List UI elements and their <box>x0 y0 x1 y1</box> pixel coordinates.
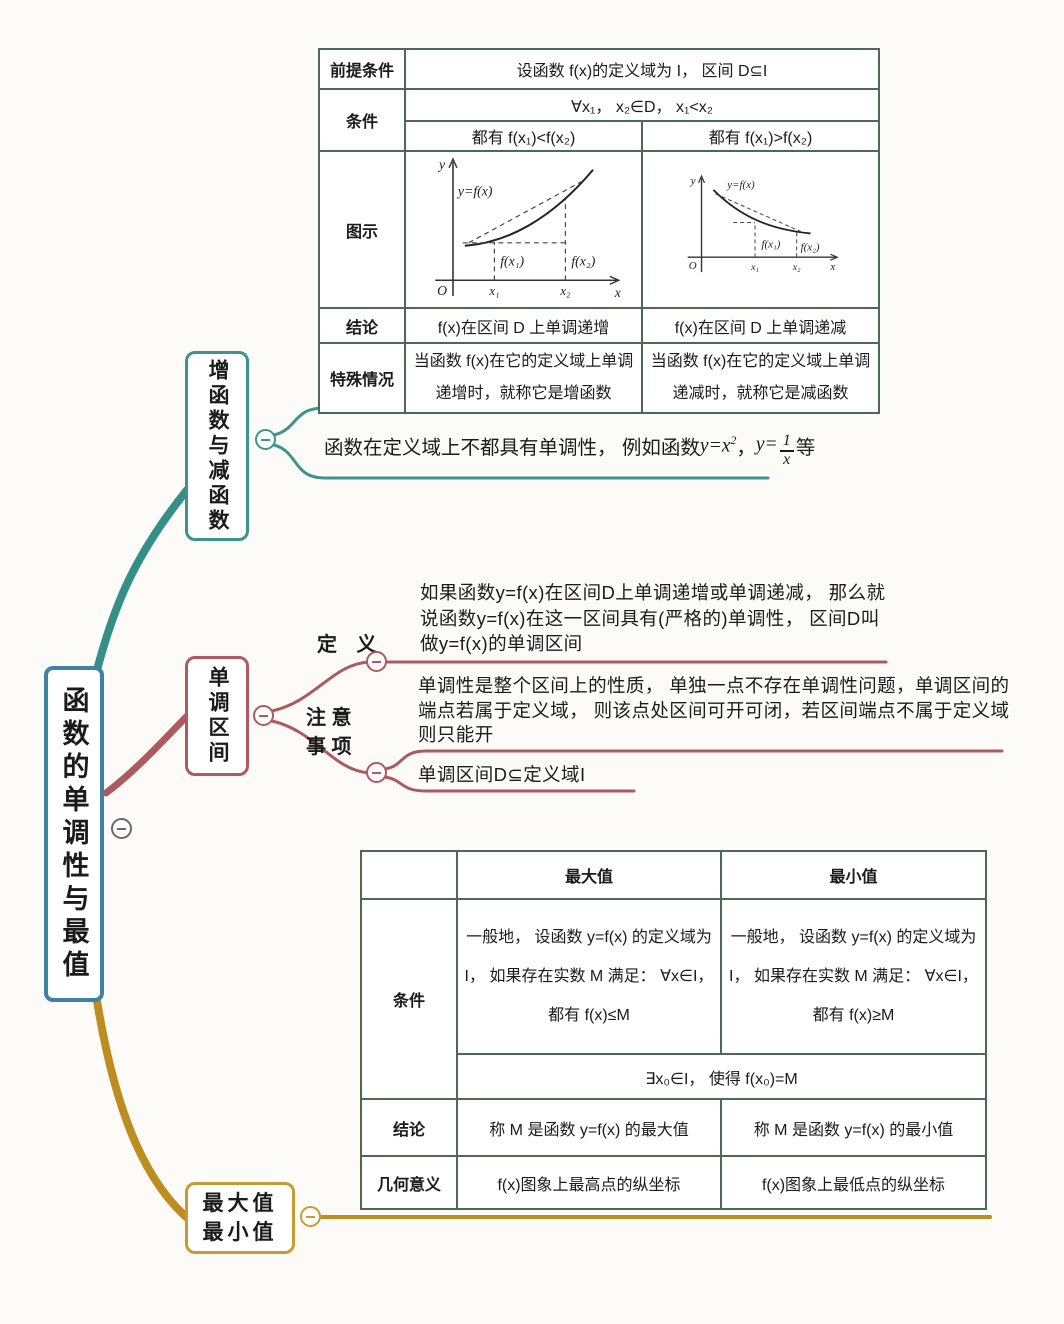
minus-icon <box>261 438 270 441</box>
cell-graph-increasing: y y=f(x) f(x₁) f(x₂) O x₁ x₂ x <box>404 150 643 309</box>
branch-node-mono-interval[interactable]: 单调区间 <box>185 656 249 776</box>
cell-special-increasing: 当函数 f(x)在它的定义域上单调递增时，就称它是增函数 <box>404 342 643 414</box>
row-label-condition: 条件 <box>360 898 458 1100</box>
cell-empty-header <box>360 850 458 900</box>
row-label-graph: 图示 <box>318 150 406 309</box>
maxmin-label-line1: 最大值 <box>202 1191 278 1215</box>
notes-item-1: 单调性是整个区间上的性质， 单独一点不存在单调性问题，单调区间的端点若属于定义域… <box>418 675 1010 746</box>
minus-icon <box>372 771 381 774</box>
curve-label: y=f(x) <box>456 183 493 199</box>
notes-label-line1: 注 意 <box>306 707 352 729</box>
definition-text: 如果函数y=f(x)在区间D上单调递增或单调递减， 那么就说函数y=f(x)在这… <box>420 582 886 655</box>
cell-special-decreasing: 当函数 f(x)在它的定义域上单调递减时，就称它是减函数 <box>641 342 880 414</box>
notes-item-2: 单调区间D⊆定义域I <box>418 764 586 785</box>
collapse-toggle-maxmin[interactable] <box>300 1206 321 1227</box>
curve-label: y=f(x) <box>726 179 755 191</box>
increasing-function-graph: y y=f(x) f(x₁) f(x₂) O x₁ x₂ x <box>435 157 622 300</box>
underline-note1 <box>383 749 1004 771</box>
notes-label-line2: 事 项 <box>306 736 352 758</box>
connector-root-incdec <box>93 486 191 674</box>
connector-incdec-note-bottom <box>272 443 770 480</box>
row-label-conclusion: 结论 <box>318 307 406 344</box>
branch-label-mono-interval: 单调区间 <box>206 666 229 766</box>
minus-icon <box>306 1215 315 1218</box>
origin-label: O <box>437 283 447 298</box>
cell-condition-min: 一般地， 设函数 y=f(x) 的定义域为 I， 如果存在实数 M 满足： ∀x… <box>720 898 987 1055</box>
note-separator: ， <box>736 436 756 459</box>
cell-conclusion-increasing: f(x)在区间 D 上单调递增 <box>404 307 643 344</box>
cell-conclusion-max: 称 M 是函数 y=f(x) 的最大值 <box>456 1098 722 1157</box>
minus-icon <box>259 714 268 717</box>
sub-branch-definition[interactable]: 定 义 <box>317 634 384 656</box>
fx2-label: f(x₂) <box>800 241 819 253</box>
fx1-label: f(x₁) <box>761 238 780 250</box>
minus-icon <box>372 660 381 663</box>
connector-mono-notes <box>270 719 371 775</box>
decreasing-function-graph: y y=f(x) f(x₁) f(x₂) O x₁ x₂ x <box>687 174 839 273</box>
row-label-special: 特殊情况 <box>318 342 406 414</box>
x1-label: x₁ <box>488 284 499 298</box>
collapse-toggle-inc-dec[interactable] <box>255 429 276 450</box>
note-text: 函数在定义域上不都具有单调性， 例如函数 <box>324 436 700 459</box>
monotonicity-note: 函数在定义域上不都具有单调性， 例如函数 y=x2 ， y= 1 x 等 <box>324 416 872 474</box>
sub-branch-notes[interactable]: 注 意 事 项 <box>306 704 352 762</box>
minus-icon <box>117 827 126 830</box>
cell-condition-max: 一般地， 设函数 y=f(x) 的定义域为 I， 如果存在实数 M 满足： ∀x… <box>456 898 722 1055</box>
connector-mono-definition <box>270 660 371 713</box>
cell-geometry-min: f(x)图象上最低点的纵坐标 <box>720 1155 987 1210</box>
collapse-toggle-mono[interactable] <box>253 705 274 726</box>
fx2-label: f(x₂) <box>571 253 595 269</box>
formula-y-x-squared: y=x2 <box>699 432 737 457</box>
row-label-conclusion: 结论 <box>360 1098 458 1157</box>
row-label-premise: 前提条件 <box>318 48 406 90</box>
collapse-toggle-definition[interactable] <box>366 651 387 672</box>
cell-condition-decreasing: 都有 f(x₁)>f(x₂) <box>641 120 880 152</box>
fx1-label: f(x₁) <box>500 253 524 269</box>
note-suffix: 等 <box>795 436 816 459</box>
column-header-max: 最大值 <box>456 850 722 900</box>
collapse-toggle-notes[interactable] <box>366 762 387 783</box>
connector-root-mono <box>102 712 191 797</box>
branch-node-inc-dec[interactable]: 增函数与减函数 <box>185 351 249 541</box>
cell-exists-condition: ∃x₀∈I， 使得 f(x₀)=M <box>456 1053 987 1100</box>
root-topic-label: 函数的单调性与最值 <box>58 685 89 983</box>
x2-label: x₂ <box>791 262 800 273</box>
cell-premise: 设函数 f(x)的定义域为 I， 区间 D⊆I <box>404 48 880 90</box>
x1-label: x₁ <box>750 262 759 273</box>
maxmin-label-line2: 最小值 <box>202 1221 278 1244</box>
x2-label: x₂ <box>559 284 571 298</box>
cell-geometry-max: f(x)图象上最高点的纵坐标 <box>456 1155 722 1210</box>
axis-label-y: y <box>437 157 446 172</box>
cell-graph-decreasing: y y=f(x) f(x₁) f(x₂) O x₁ x₂ x <box>641 150 880 309</box>
row-label-condition: 条件 <box>318 88 406 152</box>
fraction-one-over-x: 1 x <box>779 432 794 469</box>
axis-label-x: x <box>614 285 622 300</box>
underline-note2 <box>383 775 636 793</box>
monotonic-definition-table: 前提条件 设函数 f(x)的定义域为 I， 区间 D⊆I 条件 ∀x₁， x₂∈… <box>318 48 880 414</box>
cell-conclusion-min: 称 M 是函数 y=f(x) 的最小值 <box>720 1098 987 1157</box>
max-min-table: 最大值 最小值 条件 一般地， 设函数 y=f(x) 的定义域为 I， 如果存在… <box>360 850 987 1210</box>
formula-y-reciprocal-base: y= <box>755 434 778 455</box>
axis-label-y: y <box>689 175 695 187</box>
cell-conclusion-decreasing: f(x)在区间 D 上单调递减 <box>641 307 880 344</box>
root-topic-node[interactable]: 函数的单调性与最值 <box>44 666 104 1002</box>
cell-condition-all: ∀x₁， x₂∈D， x₁<x₂ <box>404 88 880 122</box>
axis-label-x: x <box>829 261 835 273</box>
connector-root-maxmin <box>93 997 196 1226</box>
branch-node-max-min[interactable]: 最大值 最小值 <box>185 1182 295 1254</box>
column-header-min: 最小值 <box>720 850 987 900</box>
branch-label-inc-dec: 增函数与减函数 <box>206 358 229 534</box>
row-label-geometry: 几何意义 <box>360 1155 458 1210</box>
origin-label: O <box>688 260 696 272</box>
collapse-toggle-root[interactable] <box>111 818 132 839</box>
cell-condition-increasing: 都有 f(x₁)<f(x₂) <box>404 120 643 152</box>
